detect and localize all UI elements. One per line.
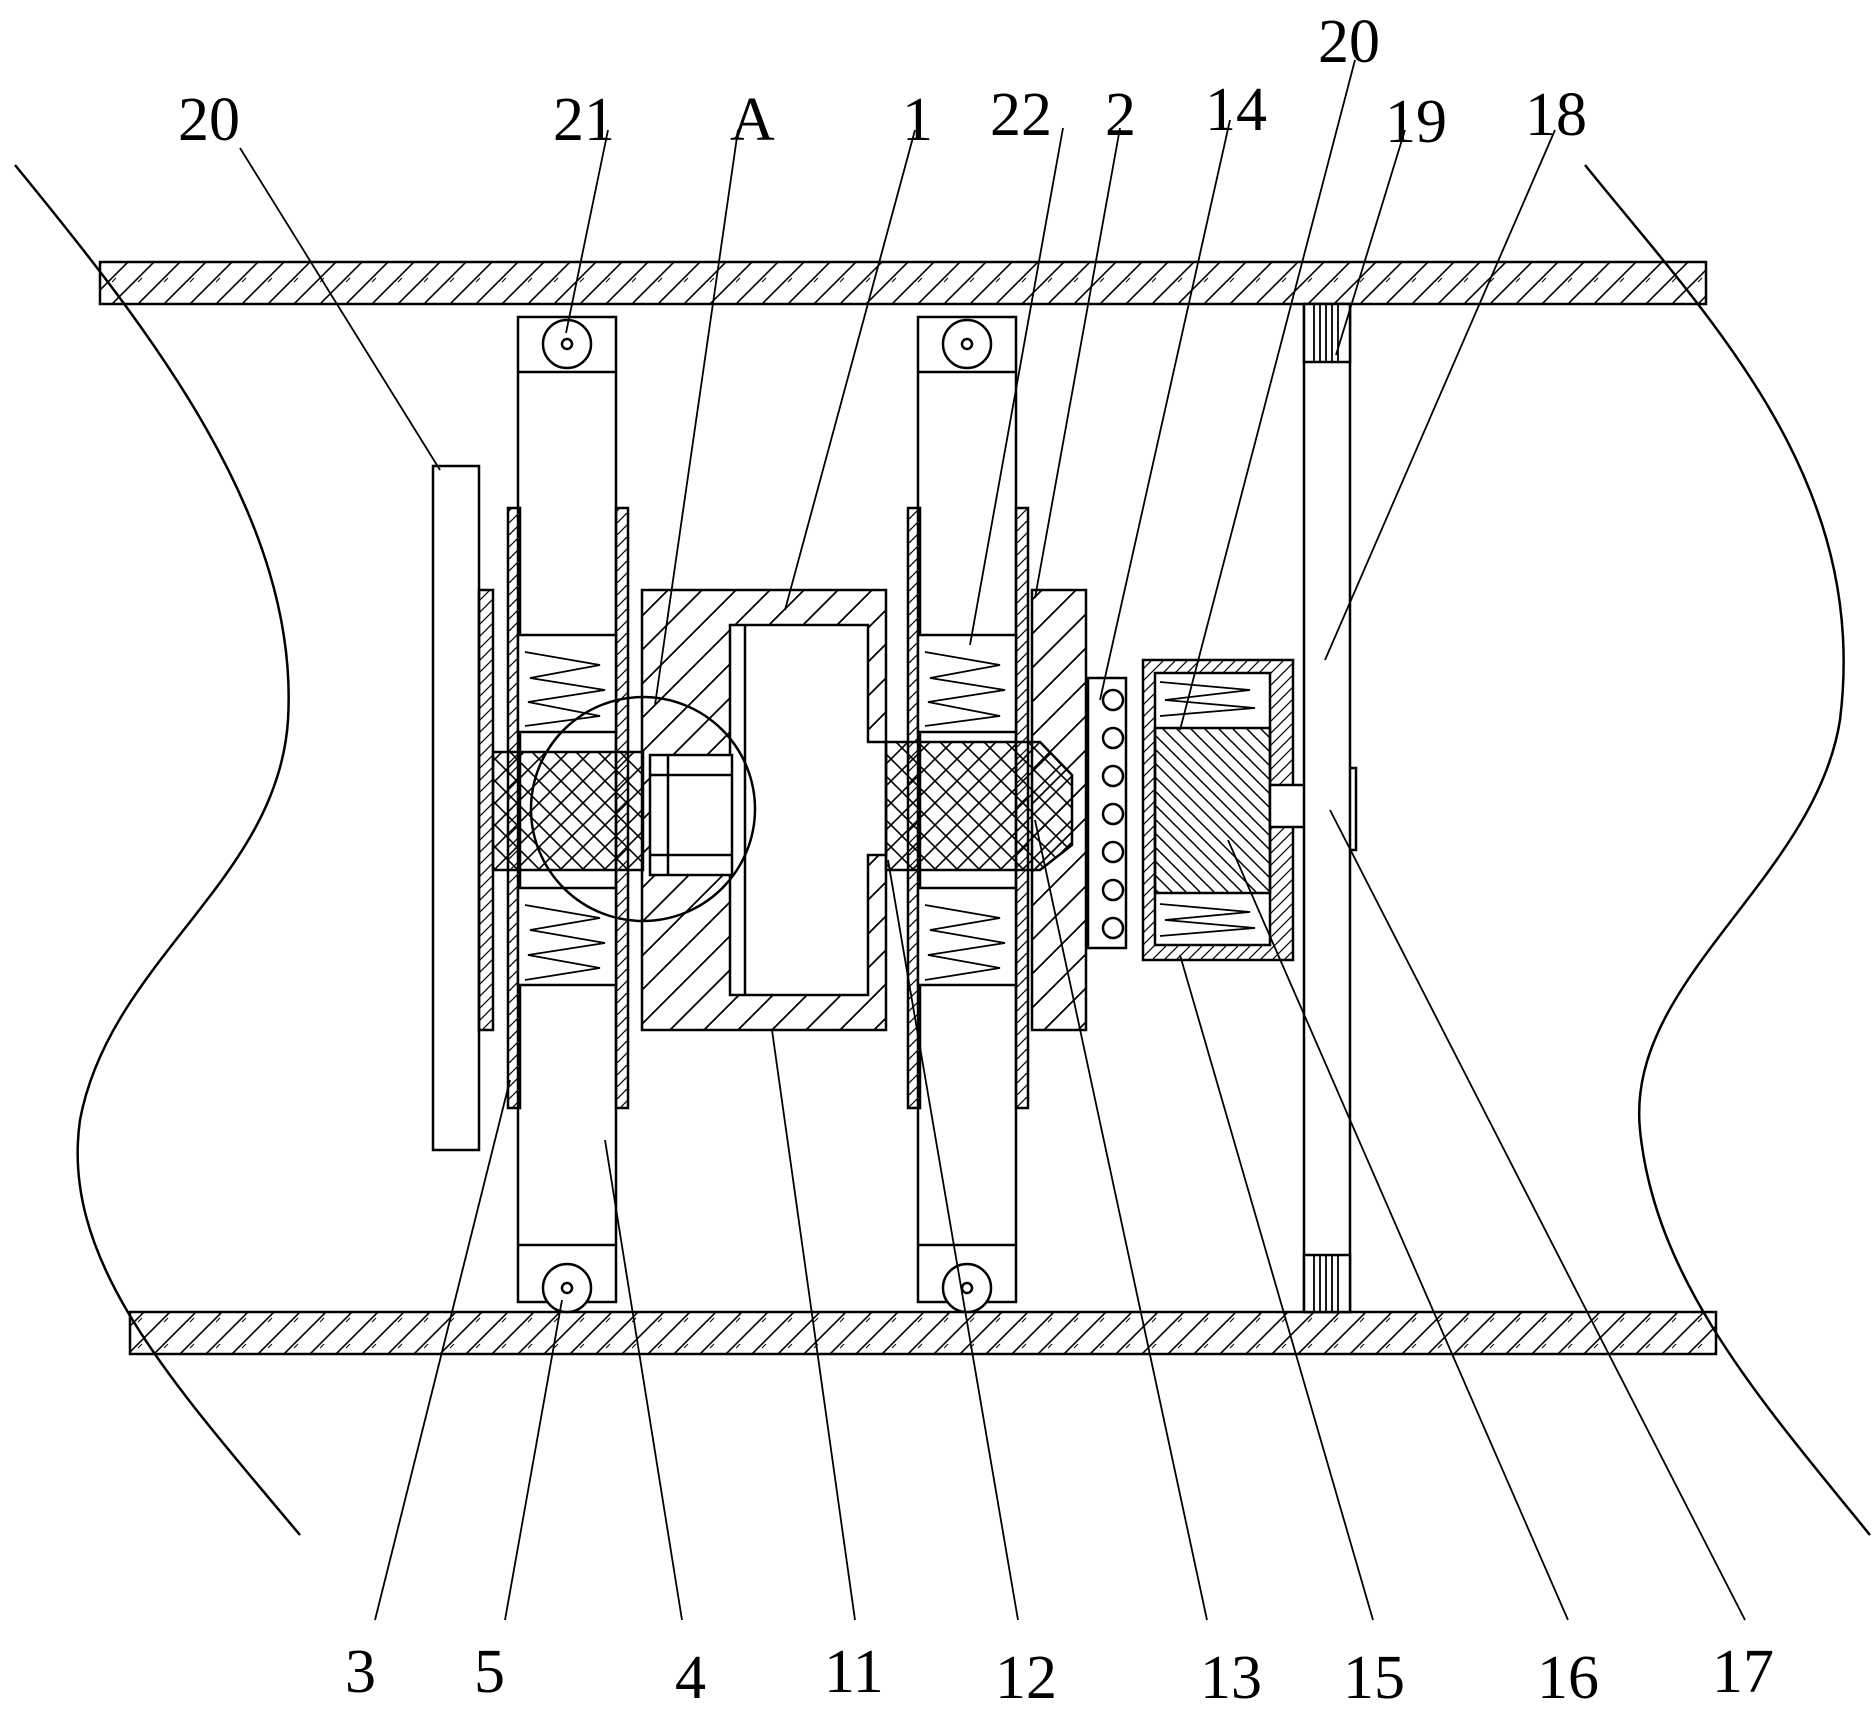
- housing: [1141, 658, 1295, 962]
- label-14: 14: [1205, 76, 1267, 144]
- pipe-wall-top: [98, 260, 1708, 306]
- label-2: 2: [1105, 81, 1136, 149]
- label-3: 3: [345, 1638, 376, 1706]
- shaft: [1268, 783, 1310, 829]
- label-22: 22: [990, 81, 1052, 149]
- bearing-strip: [1086, 676, 1128, 950]
- leader-lines: [239, 59, 1746, 1621]
- label-13: 13: [1200, 1644, 1262, 1706]
- break-line-right: [1584, 164, 1871, 1536]
- label-4: 4: [675, 1644, 706, 1706]
- pipe-wall-bottom: [128, 1310, 1718, 1356]
- label-15: 15: [1343, 1644, 1405, 1706]
- left-body-strip: [477, 588, 495, 1032]
- label-5: 5: [474, 1638, 505, 1706]
- label-11: 11: [824, 1638, 884, 1706]
- central-block: [640, 588, 888, 1032]
- end-plate: [431, 464, 481, 1152]
- label-19: 19: [1385, 88, 1447, 156]
- label-1: 1: [902, 86, 933, 154]
- label-a: A: [730, 86, 775, 154]
- label-12: 12: [995, 1644, 1057, 1706]
- label-20-right: 20: [1318, 8, 1380, 76]
- label-16: 16: [1537, 1644, 1599, 1706]
- detail-circle-a: [529, 695, 757, 923]
- label-18: 18: [1525, 81, 1587, 149]
- label-20-left: 20: [178, 86, 240, 154]
- mesh-piston-left: [491, 750, 645, 872]
- mesh-piston-right: [884, 740, 1074, 872]
- label-21: 21: [553, 86, 615, 154]
- label-17: 17: [1712, 1638, 1774, 1706]
- break-line-left: [14, 164, 301, 1536]
- vertical-rod: [1302, 302, 1352, 1314]
